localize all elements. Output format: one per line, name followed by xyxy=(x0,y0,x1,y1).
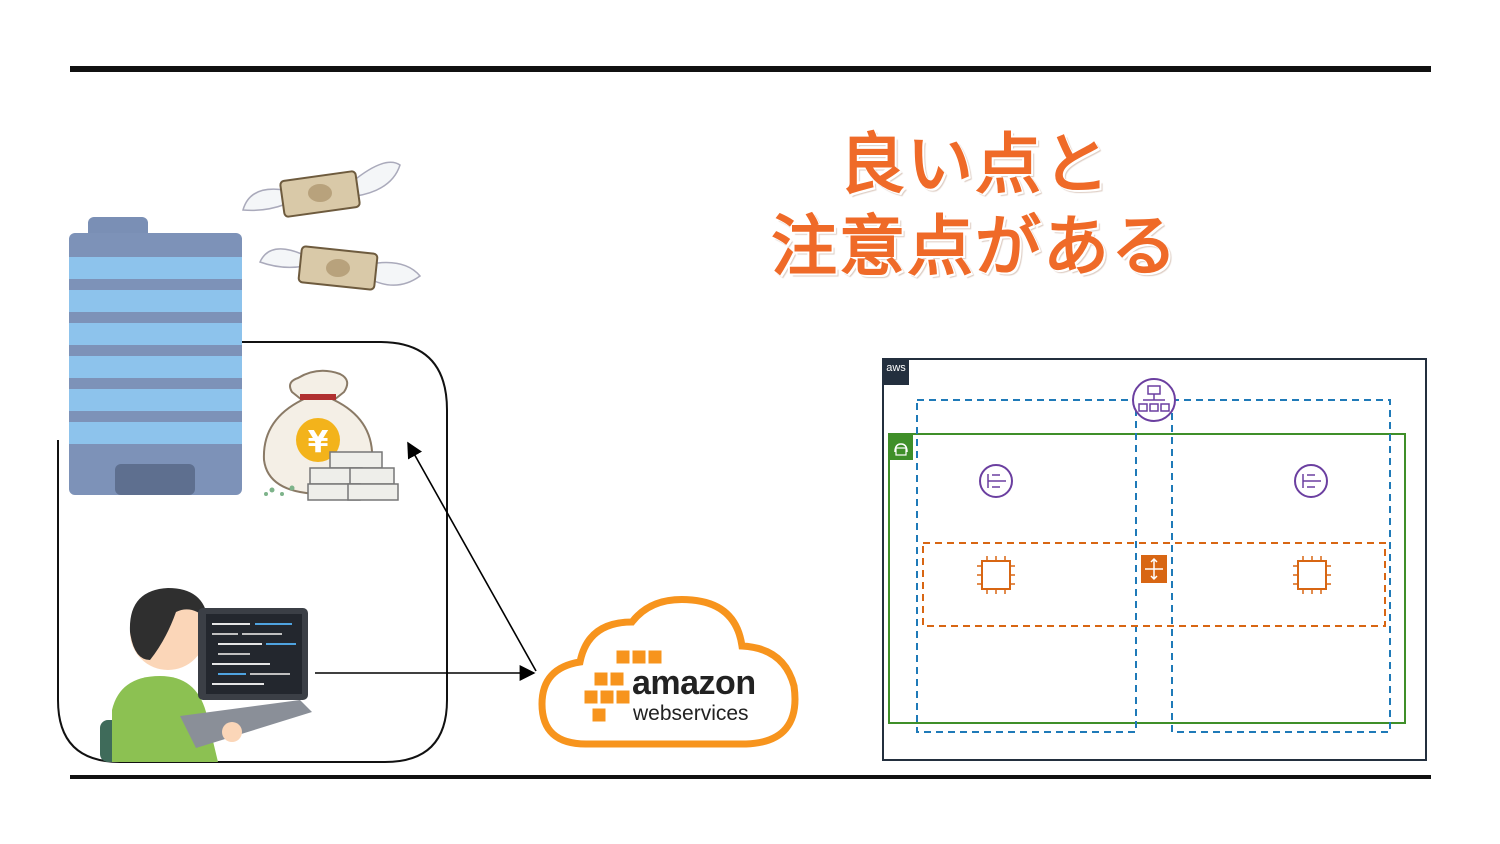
private-subnet-group xyxy=(922,542,1386,627)
aws-cloud-boundary xyxy=(882,358,1427,761)
money-bag-icon: ¥ xyxy=(262,369,399,501)
company-frame xyxy=(57,341,448,763)
slide-title-line-2: 注意点がある xyxy=(771,208,1179,285)
aws-logo-subtitle: webservices xyxy=(633,702,749,725)
developer-at-laptop-icon xyxy=(100,588,312,762)
vpc-lock-icon xyxy=(889,434,913,460)
office-building-icon xyxy=(69,217,242,495)
aws-logo-wordmark: amazon xyxy=(632,664,756,702)
ec2-instance-icon xyxy=(1293,556,1331,594)
load-balancer-icon xyxy=(1132,378,1176,422)
svg-text:¥: ¥ xyxy=(308,425,329,460)
slide-title-line-1: 良い点と xyxy=(839,126,1111,203)
bottom-divider xyxy=(70,775,1431,779)
top-divider xyxy=(70,66,1431,72)
router-icon xyxy=(1141,555,1167,583)
nat-gateway-icon xyxy=(1294,464,1328,498)
vpc-boundary xyxy=(888,433,1406,724)
aws-cloud-logo-icon xyxy=(538,595,799,748)
flying-money-icon xyxy=(242,161,401,218)
nat-gateway-icon xyxy=(979,464,1013,498)
flying-money-icon xyxy=(258,245,422,291)
aws-cloud-badge: aws xyxy=(883,359,909,385)
availability-zone-a xyxy=(916,399,1137,733)
ec2-instance-icon xyxy=(977,556,1015,594)
aws-to-company-arrow xyxy=(407,441,537,672)
availability-zone-c xyxy=(1171,399,1391,733)
